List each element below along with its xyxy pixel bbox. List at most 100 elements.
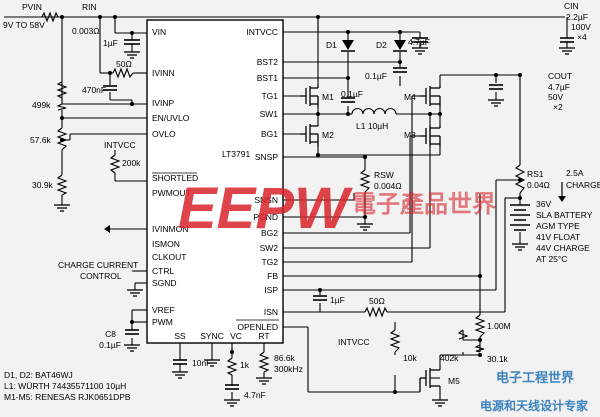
pin-bg2: BG2 <box>261 228 278 238</box>
label-current-1: 2.5A <box>566 168 584 178</box>
label-r499k: 499k <box>32 100 51 110</box>
label-rin-val: 0.003Ω <box>72 26 100 36</box>
pin-shortled: SHORTLED <box>152 173 198 183</box>
label-batt-5: 44V CHARGE <box>536 243 590 253</box>
pin-tg1: TG1 <box>261 91 278 101</box>
label-c8: C8 <box>105 329 116 339</box>
label-r100m: 1.00M <box>487 321 511 331</box>
ground-symbols <box>54 47 575 407</box>
label-pvin: PVIN <box>22 2 42 12</box>
pin-ivinp: IVINP <box>152 98 175 108</box>
note-3: M1-M5: RENESAS RJK0651DPB <box>4 392 131 402</box>
label-r866k: 86.6k <box>274 353 296 363</box>
label-cin-2: 100V <box>571 22 591 32</box>
label-r50: 50Ω <box>116 59 132 69</box>
pin-bg1: BG1 <box>261 129 278 139</box>
pins-bottom: SS SYNC VC RT <box>174 331 269 341</box>
label-cout: COUT <box>548 71 572 81</box>
component-labels: PVIN 9V TO 58V RIN 0.003Ω 1µF 50Ω 470nF … <box>3 1 600 402</box>
label-r402k: 402k <box>440 353 459 363</box>
mosfets <box>300 85 441 392</box>
pin-sgnd: SGND <box>152 278 177 288</box>
label-m4: M4 <box>404 92 416 102</box>
pin-rt: RT <box>258 331 269 341</box>
pin-sw2: SW2 <box>260 243 279 253</box>
label-batt-3: AGM TYPE <box>536 221 580 231</box>
label-c8-val: 0.1µF <box>99 340 121 350</box>
label-r309k: 30.9k <box>32 180 54 190</box>
pin-sw1: SW1 <box>260 109 279 119</box>
pin-vc: VC <box>230 331 242 341</box>
pin-sync: SYNC <box>200 331 224 341</box>
chip-name: LT3791 <box>222 149 250 159</box>
pin-ismon: ISMON <box>152 239 180 249</box>
label-c10n: 10nF <box>192 358 211 368</box>
pin-vref: VREF <box>152 305 175 315</box>
label-m2: M2 <box>322 130 334 140</box>
pin-isp: ISP <box>264 285 278 295</box>
label-cin-3: ×4 <box>577 32 587 42</box>
pin-bst1: BST1 <box>257 73 279 83</box>
pin-tg2: TG2 <box>261 257 278 267</box>
label-rsw-val: 0.004Ω <box>374 181 402 191</box>
label-cout-1: 4.7µF <box>548 82 570 92</box>
label-charge-ctrl-2: CONTROL <box>80 271 122 281</box>
watermark-brand: EEPW <box>178 176 353 241</box>
pin-intvcc: INTVCC <box>246 27 278 37</box>
label-r200k: 200k <box>122 158 141 168</box>
ivinmon-arrow-icon <box>104 225 110 233</box>
label-charge-ctrl-1: CHARGE CURRENT <box>58 260 138 270</box>
pins-right: INTVCC BST2 BST1 TG1 SW1 BG1 SNSP SNSN P… <box>237 27 278 332</box>
pin-ctrl: CTRL <box>152 266 174 276</box>
label-r576k: 57.6k <box>30 135 52 145</box>
label-cout-3: ×2 <box>553 102 563 112</box>
pin-vin: VIN <box>152 27 166 37</box>
watermark-cn-1: 電子產品世界 <box>352 190 496 218</box>
label-l1: L1 10µH <box>356 121 388 131</box>
pin-snsn: SNSN <box>254 195 278 205</box>
label-m1: M1 <box>322 92 334 102</box>
label-c470n: 470nF <box>82 85 106 95</box>
label-f300k: 300kHz <box>274 364 303 374</box>
label-batt-4: 41V FLOAT <box>536 232 580 242</box>
label-r1k: 1k <box>240 360 250 370</box>
label-rs1: RS1 <box>527 169 544 179</box>
inductor-l1 <box>351 108 397 115</box>
pin-clkout: CLKOUT <box>152 252 186 262</box>
pin-pgnd: PGND <box>253 212 278 222</box>
pin-snsp: SNSP <box>255 152 278 162</box>
pin-ivinn: IVINN <box>152 68 175 78</box>
label-c1u: 1µF <box>103 38 118 48</box>
label-m3: M3 <box>404 130 416 140</box>
label-m5: M5 <box>448 376 460 386</box>
label-intvcc-left: INTVCC <box>104 140 136 150</box>
label-c01u-b: 0.1µF <box>341 89 363 99</box>
label-c47n: 4.7nF <box>244 390 266 400</box>
label-c01u-a: 0.1µF <box>365 71 387 81</box>
current-arrow-icon <box>558 182 566 202</box>
label-rin: RIN <box>82 2 97 12</box>
watermark: EEPW 電子產品世界 电子工程世界 电源和天线设计专家 <box>178 176 589 413</box>
label-r50-isn: 50Ω <box>369 296 385 306</box>
diodes <box>341 40 407 52</box>
label-batt-1: 36V <box>536 199 551 209</box>
label-batt-6: AT 25°C <box>536 254 567 264</box>
pin-ivinmon: IVINMON <box>152 224 188 234</box>
pin-ss: SS <box>174 331 186 341</box>
resistors <box>41 11 526 376</box>
label-intvcc-bottom: INTVCC <box>338 337 370 347</box>
ic-lt3791 <box>146 19 284 344</box>
watermark-cn-3: 电源和天线设计专家 <box>480 398 589 413</box>
label-cin-1: 2.2µF <box>566 12 588 22</box>
label-d1: D1 <box>326 40 337 50</box>
pin-openled: OPENLED <box>237 322 278 332</box>
pins-left: VIN IVINN IVINP EN/UVLO OVLO SHORTLED PW… <box>152 27 198 327</box>
label-cout-2: 50V <box>548 92 563 102</box>
pin-ovlo: OVLO <box>152 129 176 139</box>
pin-fb: FB <box>267 271 278 281</box>
label-d2: D2 <box>376 40 387 50</box>
note-2: L1: WÜRTH 74435571100 10µH <box>4 381 126 391</box>
label-r10k: 10k <box>403 353 417 363</box>
